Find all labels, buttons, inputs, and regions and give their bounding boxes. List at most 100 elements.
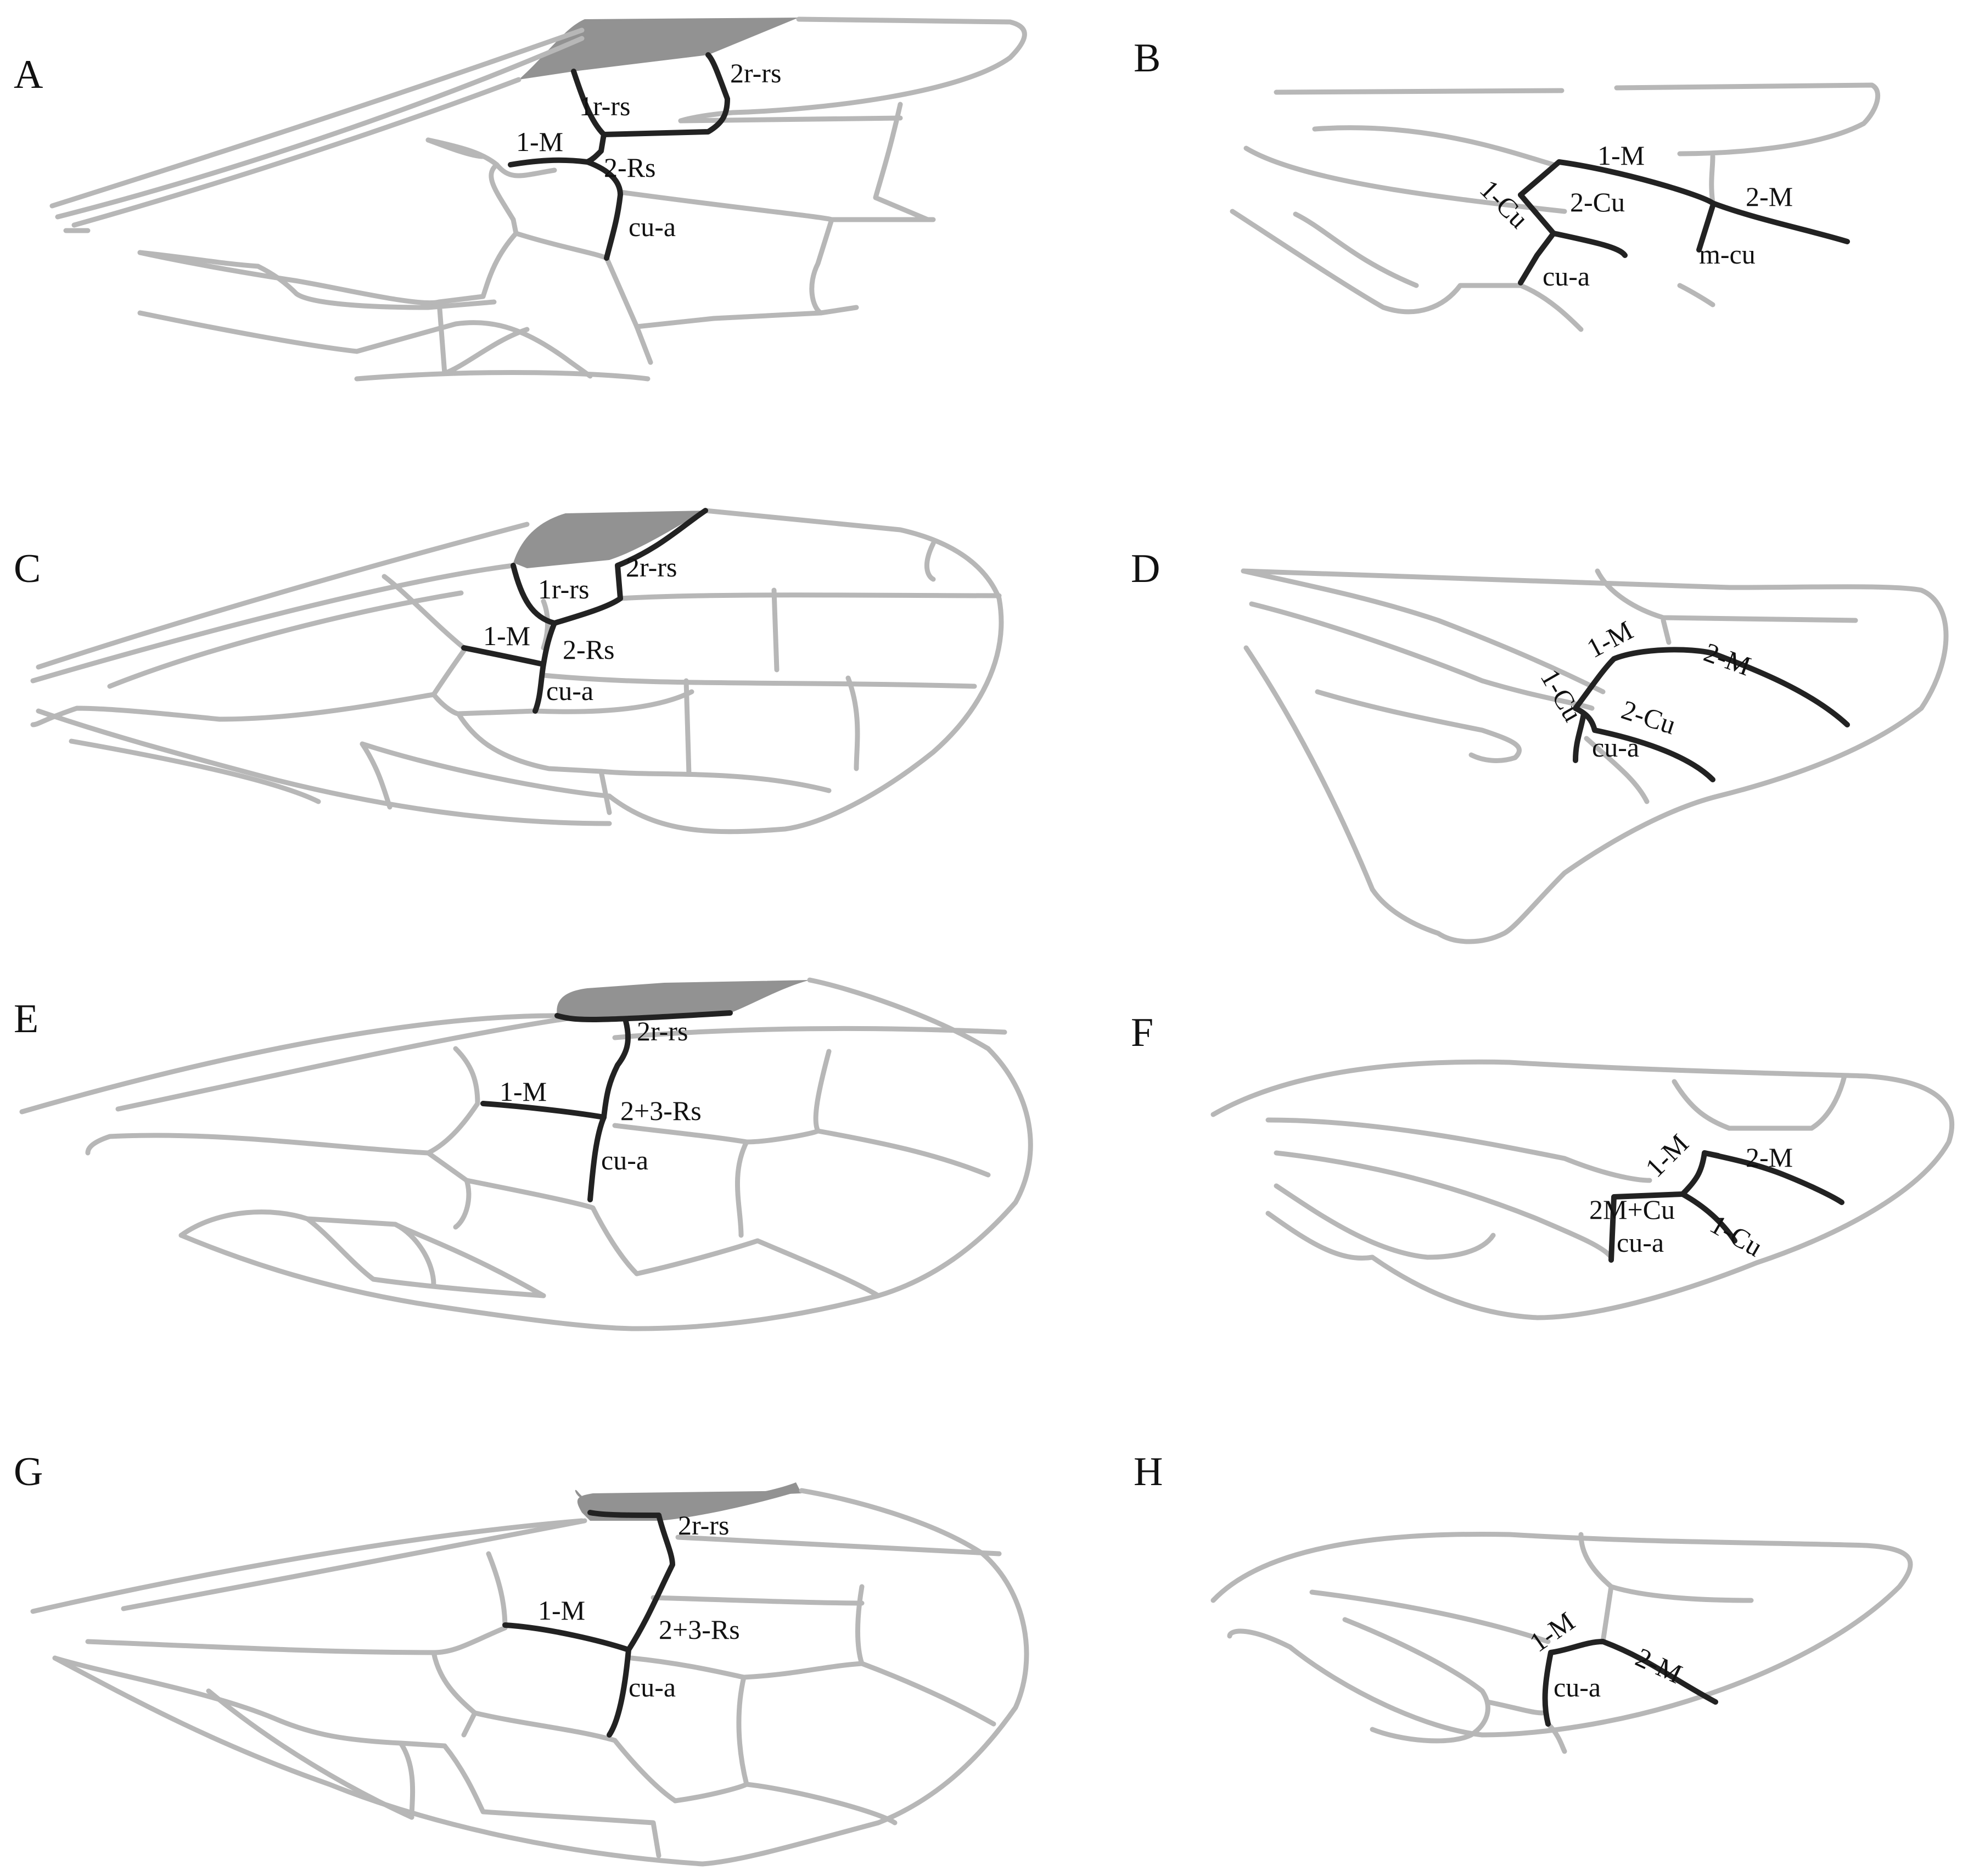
posterior-vein [634,324,653,365]
label-2r-rs: 2r-rs [730,58,781,88]
cubital-vein [137,162,519,306]
radius-vein [1312,125,1556,167]
subcosta-vein [115,1016,571,1112]
panel-c-forewing: C 1r-rs 2r-rs 1-M 2-Rs cu-a [14,508,1004,835]
wing-outline [634,977,1033,1331]
hind-margin [354,369,651,382]
anal-cell-vein [472,1710,678,1804]
label-1-cu: 1-Cu [1474,173,1534,234]
panel-e-forewing: E 2r-rs 1-M 2+3-Rs cu-a [14,977,1033,1331]
panel-letter-a: A [14,52,43,97]
costal-outline [1274,82,1881,156]
radial-crossvein [813,1049,832,1134]
label-1-m: 1-M [500,1076,547,1107]
vein-1-m [508,132,607,167]
wing-outline [1210,1531,1913,1738]
anal-vein [1274,1183,1496,1260]
radius-vein [1309,1589,1551,1644]
vein-1-m-2-m [1573,647,1850,727]
label-cu-a: cu-a [601,1145,648,1175]
label-2-m: 2-M [1700,636,1755,681]
vein-1-cu-2-cu [1573,705,1715,782]
panel-a-forewing: A 1r-rs 2r-rs 1-M 2-Rs cu-a [14,16,1027,382]
panel-g-forewing: G 2r-rs 1-M 2+3-Rs cu-a [14,1449,1029,1867]
media-upper [651,1595,865,1606]
subcosta-vein [30,563,516,684]
panel-letter-d: D [1131,546,1160,591]
anal-lobe-vein [305,1216,546,1298]
media-vein [618,189,936,316]
hind-margin [36,708,612,826]
label-cu-a: cu-a [1543,261,1590,292]
radius-vein [1241,568,1606,695]
anal-vein [1315,689,1522,763]
vein-1-m [502,1622,631,1653]
label-2r-rs: 2r-rs [678,1510,729,1541]
radial-cell-veins [678,102,930,222]
panel-h-hindwing: H 1-M 2-M cu-a [1134,1449,1913,1754]
vein-1-m-2-m [1518,159,1850,244]
radial-cell-vein [1672,1073,1847,1131]
label-cu-a: cu-a [1554,1672,1601,1703]
panel-letter-e: E [14,996,38,1041]
stigma-lower-edge [554,1010,733,1022]
subcosta-vein [1243,145,1567,214]
vein-1-m [480,1101,607,1120]
panel-letter-h: H [1134,1449,1163,1494]
vein-cu-a [1573,711,1586,763]
hind-margin [52,1655,705,1867]
radial-cell-vein [1595,568,1858,623]
vein-1-m-2-m [1542,1639,1718,1727]
costal-outline [678,16,1027,124]
anal-lobe-outline [1342,1617,1490,1744]
costa-vein [19,1013,560,1115]
anal-lobe-outline [178,1209,436,1287]
vein-cu-a [585,159,623,261]
cell-1r-rs-2r-rs [571,52,730,137]
panel-d-hindwing: D 1-M 2-M 1-Cu 2-Cu cu-a [1131,546,1949,944]
vein-cu-a [532,662,546,714]
label-1-m: 1-M [1639,1128,1694,1183]
anal-cross-vein [436,299,530,376]
anal-cell-vein [464,1178,640,1276]
anal-lobe-outline [52,1655,447,1749]
label-1-m: 1-M [516,126,563,157]
hind-margin [178,1233,640,1331]
label-2-3-rs: 2+3-Rs [659,1614,740,1645]
media-crossvein [735,1139,749,1238]
label-2-3-rs: 2+3-Rs [620,1095,702,1126]
inner-anal-vein [1293,211,1419,288]
label-1r-rs: 1r-rs [579,91,630,121]
radius-vein [107,590,464,689]
anal-lobe-veins [398,1740,661,1858]
anal-inner-vein [206,1688,414,1820]
subcosta-vein [1249,601,1595,711]
label-2-cu: 2-Cu [1570,187,1625,217]
vein-cu-a [1518,231,1556,285]
label-cu-a: cu-a [1592,732,1639,763]
lower-vein [137,250,497,310]
anal-lobe-crossvein [393,1222,546,1298]
radial-vein [675,1535,1002,1556]
costa-vein [30,1518,585,1614]
label-cu-a: cu-a [546,675,593,706]
anal-cell-vein [456,711,832,793]
label-1-m: 1-M [1597,140,1645,171]
radial-vein [612,1026,1007,1040]
wing-outline [700,1488,1029,1867]
label-2-rs: 2-Rs [563,634,614,665]
subcosta-vein [1274,1150,1614,1260]
radial-cell-vein [1578,1532,1754,1603]
label-2r-rs: 2r-rs [637,1016,688,1046]
pterostigma [519,18,799,80]
label-cu-a: cu-a [629,1672,676,1703]
vein-2-3-rs [601,1018,631,1120]
anal-lobe-vein [1265,1211,1375,1261]
radial-crossvein [855,1584,865,1666]
media-vein [612,1123,991,1178]
distal-stubs [1518,283,1715,332]
label-1-m: 1-M [483,620,530,651]
anal-vein [85,1133,431,1156]
vein-2-3-rs [626,1513,675,1653]
